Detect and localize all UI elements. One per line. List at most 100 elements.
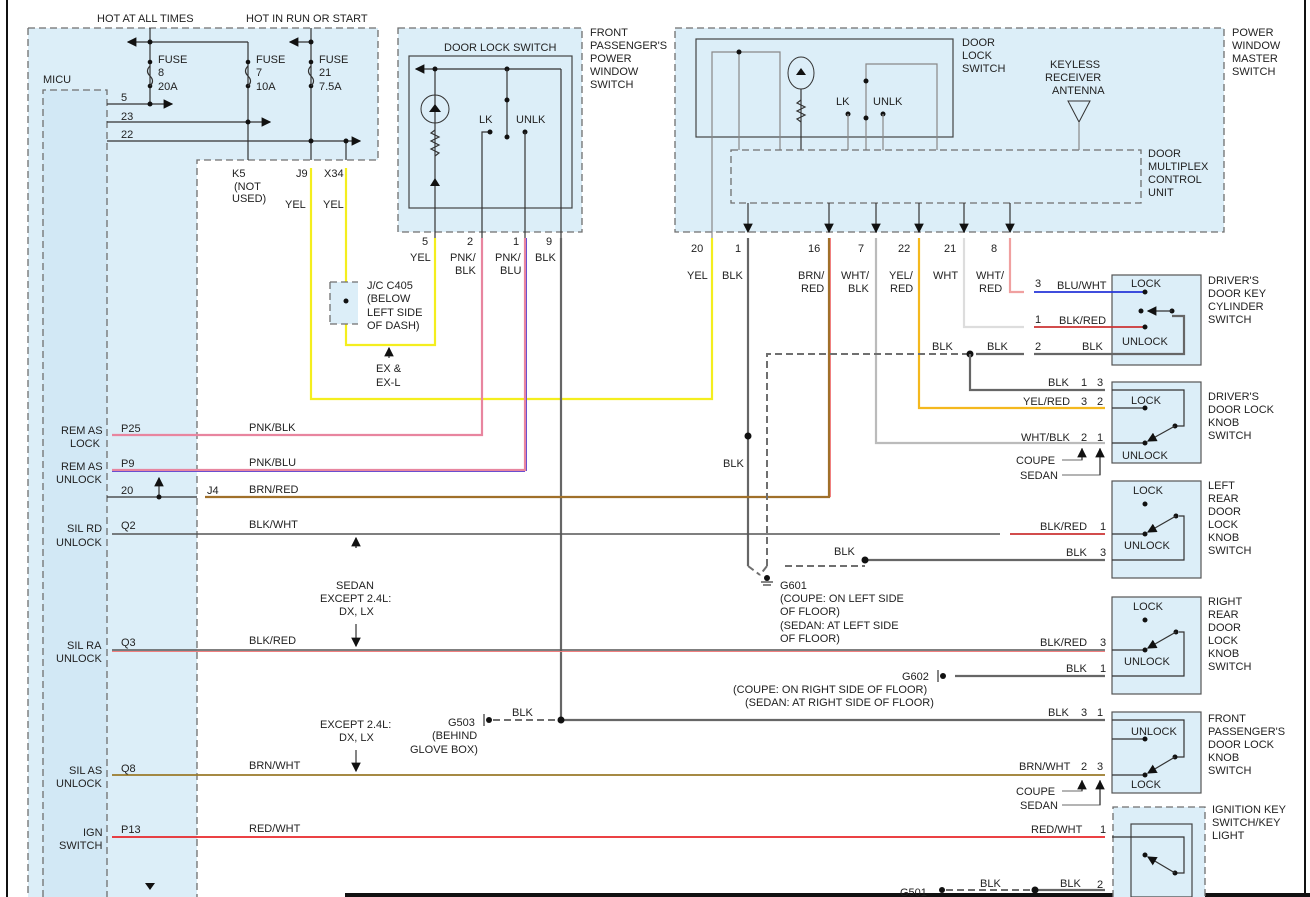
svg-text:20: 20 <box>121 485 133 497</box>
micu-fuse-wiring <box>107 28 362 160</box>
svg-text:IGNITION KEY: IGNITION KEY <box>1212 804 1287 816</box>
svg-text:COUPE: COUPE <box>1016 786 1055 798</box>
svg-text:DX, LX: DX, LX <box>339 606 375 618</box>
svg-text:21: 21 <box>944 243 956 255</box>
svg-text:BRN/: BRN/ <box>798 270 825 282</box>
page-border-left <box>6 0 8 897</box>
front-passenger-pw-switch-label: FRONT PASSENGER'S POWER WINDOW SWITCH <box>590 27 667 91</box>
svg-text:SEDAN: SEDAN <box>1020 470 1058 482</box>
micu-bottom-arrow <box>145 883 155 890</box>
svg-text:OF DASH): OF DASH) <box>367 320 420 332</box>
svg-text:1: 1 <box>1100 824 1106 836</box>
svg-text:REM AS: REM AS <box>61 425 103 437</box>
front-passenger-pw-pins: 5 2 1 9 YEL PNK/ BLK PNK/ BLU BLK <box>410 236 556 277</box>
svg-text:J/C C405: J/C C405 <box>367 280 413 292</box>
svg-text:1: 1 <box>1035 314 1041 326</box>
svg-text:FRONT: FRONT <box>1208 713 1246 725</box>
svg-text:UNLOCK: UNLOCK <box>1131 726 1178 738</box>
svg-text:RIGHT: RIGHT <box>1208 596 1243 608</box>
svg-text:REAR: REAR <box>1208 493 1239 505</box>
fuse-7: FUSE 7 10A <box>256 54 285 93</box>
svg-text:WHT/BLK: WHT/BLK <box>1021 432 1071 444</box>
page-bottom-rule <box>345 893 1310 897</box>
door-lock-switch-master-label: DOOR LOCK SWITCH <box>962 37 1005 75</box>
svg-text:OF FLOOR): OF FLOOR) <box>780 606 840 618</box>
svg-text:DOOR: DOOR <box>1208 622 1241 634</box>
svg-text:REM AS: REM AS <box>61 461 103 473</box>
micu-output-sil-ra-unlock: SIL RA UNLOCK Q3 BLK/RED <box>56 635 1105 665</box>
svg-text:3: 3 <box>1100 547 1106 559</box>
svg-text:BLK: BLK <box>932 341 953 353</box>
svg-text:SWITCH/KEY: SWITCH/KEY <box>1212 817 1281 829</box>
micu-output-ign-switch: IGN SWITCH P13 RED/WHT <box>59 823 1105 852</box>
svg-text:BLK: BLK <box>1060 878 1081 890</box>
svg-text:YEL: YEL <box>687 270 708 282</box>
svg-text:BLK/RED: BLK/RED <box>249 635 296 647</box>
svg-text:(COUPE: ON RIGHT SIDE OF FLOOR: (COUPE: ON RIGHT SIDE OF FLOOR) <box>733 684 927 696</box>
svg-text:BLK: BLK <box>722 270 743 282</box>
svg-text:YEL/: YEL/ <box>889 270 914 282</box>
left-rear-door-lock-knob-switch: LOCK UNLOCK 1 3 BLK BLK <box>834 480 1202 579</box>
micu-line-20: 20 J4 BRN/RED <box>107 476 299 500</box>
svg-text:POWER: POWER <box>590 53 632 65</box>
svg-text:YEL: YEL <box>285 199 306 211</box>
svg-text:1: 1 <box>1097 432 1103 444</box>
svg-text:7: 7 <box>256 67 262 79</box>
svg-text:PNK/BLU: PNK/BLU <box>249 457 296 469</box>
svg-text:1: 1 <box>1100 521 1106 533</box>
svg-text:Q2: Q2 <box>121 520 136 532</box>
svg-text:UNLOCK: UNLOCK <box>56 653 103 665</box>
svg-text:8: 8 <box>991 243 997 255</box>
keyless-receiver-antenna: KEYLESS RECEIVER ANTENNA <box>1045 59 1105 97</box>
svg-text:DOOR: DOOR <box>1148 148 1181 160</box>
svg-text:UNLOCK: UNLOCK <box>1122 336 1169 348</box>
svg-text:FUSE: FUSE <box>158 54 187 66</box>
micu-output-rem-as-unlock: REM AS UNLOCK P9 PNK/BLU <box>56 457 296 486</box>
svg-text:SWITCH: SWITCH <box>1208 765 1251 777</box>
svg-text:LOCK: LOCK <box>962 50 993 62</box>
svg-text:8: 8 <box>158 67 164 79</box>
svg-text:LOCK: LOCK <box>1131 395 1162 407</box>
power-window-master-switch-label: POWER WINDOW MASTER SWITCH <box>1232 27 1281 78</box>
svg-text:LK: LK <box>479 114 493 126</box>
svg-text:EXCEPT 2.4L:: EXCEPT 2.4L: <box>320 719 391 731</box>
svg-text:RED/WHT: RED/WHT <box>249 823 301 835</box>
svg-text:SWITCH: SWITCH <box>59 840 102 852</box>
svg-text:SEDAN: SEDAN <box>336 580 374 592</box>
svg-text:RED: RED <box>979 283 1002 295</box>
svg-text:LEFT: LEFT <box>1208 480 1235 492</box>
svg-text:UNLOCK: UNLOCK <box>56 537 103 549</box>
svg-text:(NOT: (NOT <box>234 181 261 193</box>
svg-text:CYLINDER: CYLINDER <box>1208 301 1264 313</box>
svg-text:16: 16 <box>808 243 820 255</box>
svg-text:G602: G602 <box>902 671 929 683</box>
svg-text:YEL: YEL <box>323 199 344 211</box>
svg-text:SEDAN: SEDAN <box>1020 800 1058 812</box>
svg-text:DOOR LOCK: DOOR LOCK <box>1208 739 1275 751</box>
svg-text:RED: RED <box>801 283 824 295</box>
svg-text:BRN/WHT: BRN/WHT <box>1019 761 1071 773</box>
svg-text:WHT: WHT <box>933 270 958 282</box>
svg-text:SIL RD: SIL RD <box>67 523 102 535</box>
svg-text:BLK/WHT: BLK/WHT <box>249 519 298 531</box>
micu-output-sil-as-unlock: SIL AS UNLOCK Q8 BRN/WHT <box>56 760 1105 790</box>
svg-text:LOCK: LOCK <box>1208 635 1239 647</box>
svg-text:KNOB: KNOB <box>1208 417 1239 429</box>
svg-text:GLOVE BOX): GLOVE BOX) <box>410 744 478 756</box>
micu-output-rem-as-lock: REM AS LOCK P25 PNK/BLK <box>61 422 296 450</box>
svg-text:SIL AS: SIL AS <box>69 765 102 777</box>
svg-text:Q8: Q8 <box>121 763 136 775</box>
svg-text:1: 1 <box>735 243 741 255</box>
svg-text:DOOR: DOOR <box>962 37 995 49</box>
svg-text:MULTIPLEX: MULTIPLEX <box>1148 161 1209 173</box>
master-switch-pins: 20 1 16 7 22 21 8 YEL BLK BRN/ RED WHT/ … <box>687 243 1005 295</box>
svg-text:USED): USED) <box>232 193 266 205</box>
ground-g602: G602 (COUPE: ON RIGHT SIDE OF FLOOR) (SE… <box>733 670 946 709</box>
line-23-label: 23 <box>121 111 133 123</box>
svg-text:3: 3 <box>1097 377 1103 389</box>
drivers-door-lock-knob-switch: LOCK UNLOCK BLK 1 3 YEL/RED 3 2 WHT/BLK … <box>968 354 1202 482</box>
svg-text:BLK: BLK <box>1048 377 1069 389</box>
front-passenger-door-lock-knob-switch: UNLOCK LOCK BLK 3 1 BRN/WHT 2 3 COUPE SE… <box>1016 707 1202 812</box>
ground-g501: G501 BLK BLK <box>900 878 1105 897</box>
micu-output-sil-rd-unlock: SIL RD UNLOCK Q2 BLK/WHT BLK/RED <box>56 519 1105 549</box>
